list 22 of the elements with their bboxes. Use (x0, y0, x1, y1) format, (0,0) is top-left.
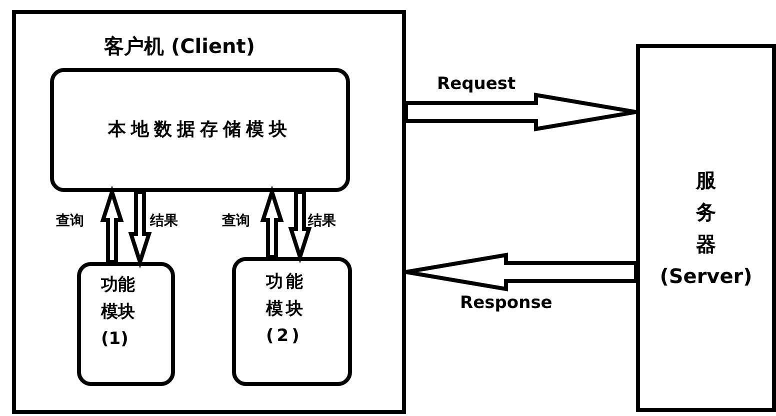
box-label: 功能模块 (2) (266, 271, 307, 348)
edge-label: Response (460, 293, 552, 313)
block-arrow (404, 252, 638, 292)
device-box (12, 10, 406, 414)
edge-label: Request (437, 74, 516, 94)
block-arrow (260, 185, 284, 259)
edge-label: 结果 (308, 212, 336, 230)
edge-label: 查询 (222, 212, 250, 230)
box-label: 本地数据存储模块 (106, 118, 293, 142)
box-label: 功能模块 (1) (101, 274, 136, 352)
box-title: 客户机 (Client) (104, 33, 255, 60)
edge-label: 结果 (150, 212, 178, 230)
block-arrow (128, 190, 152, 269)
box-label: 服务器 (Server) (660, 167, 752, 290)
edge-label: 查询 (56, 212, 84, 230)
device-box (636, 44, 776, 412)
block-arrow (100, 185, 124, 264)
module-box (232, 257, 352, 386)
module-box (77, 262, 175, 386)
module-box (50, 68, 350, 192)
block-arrow (404, 92, 638, 132)
block-arrow (288, 190, 312, 264)
